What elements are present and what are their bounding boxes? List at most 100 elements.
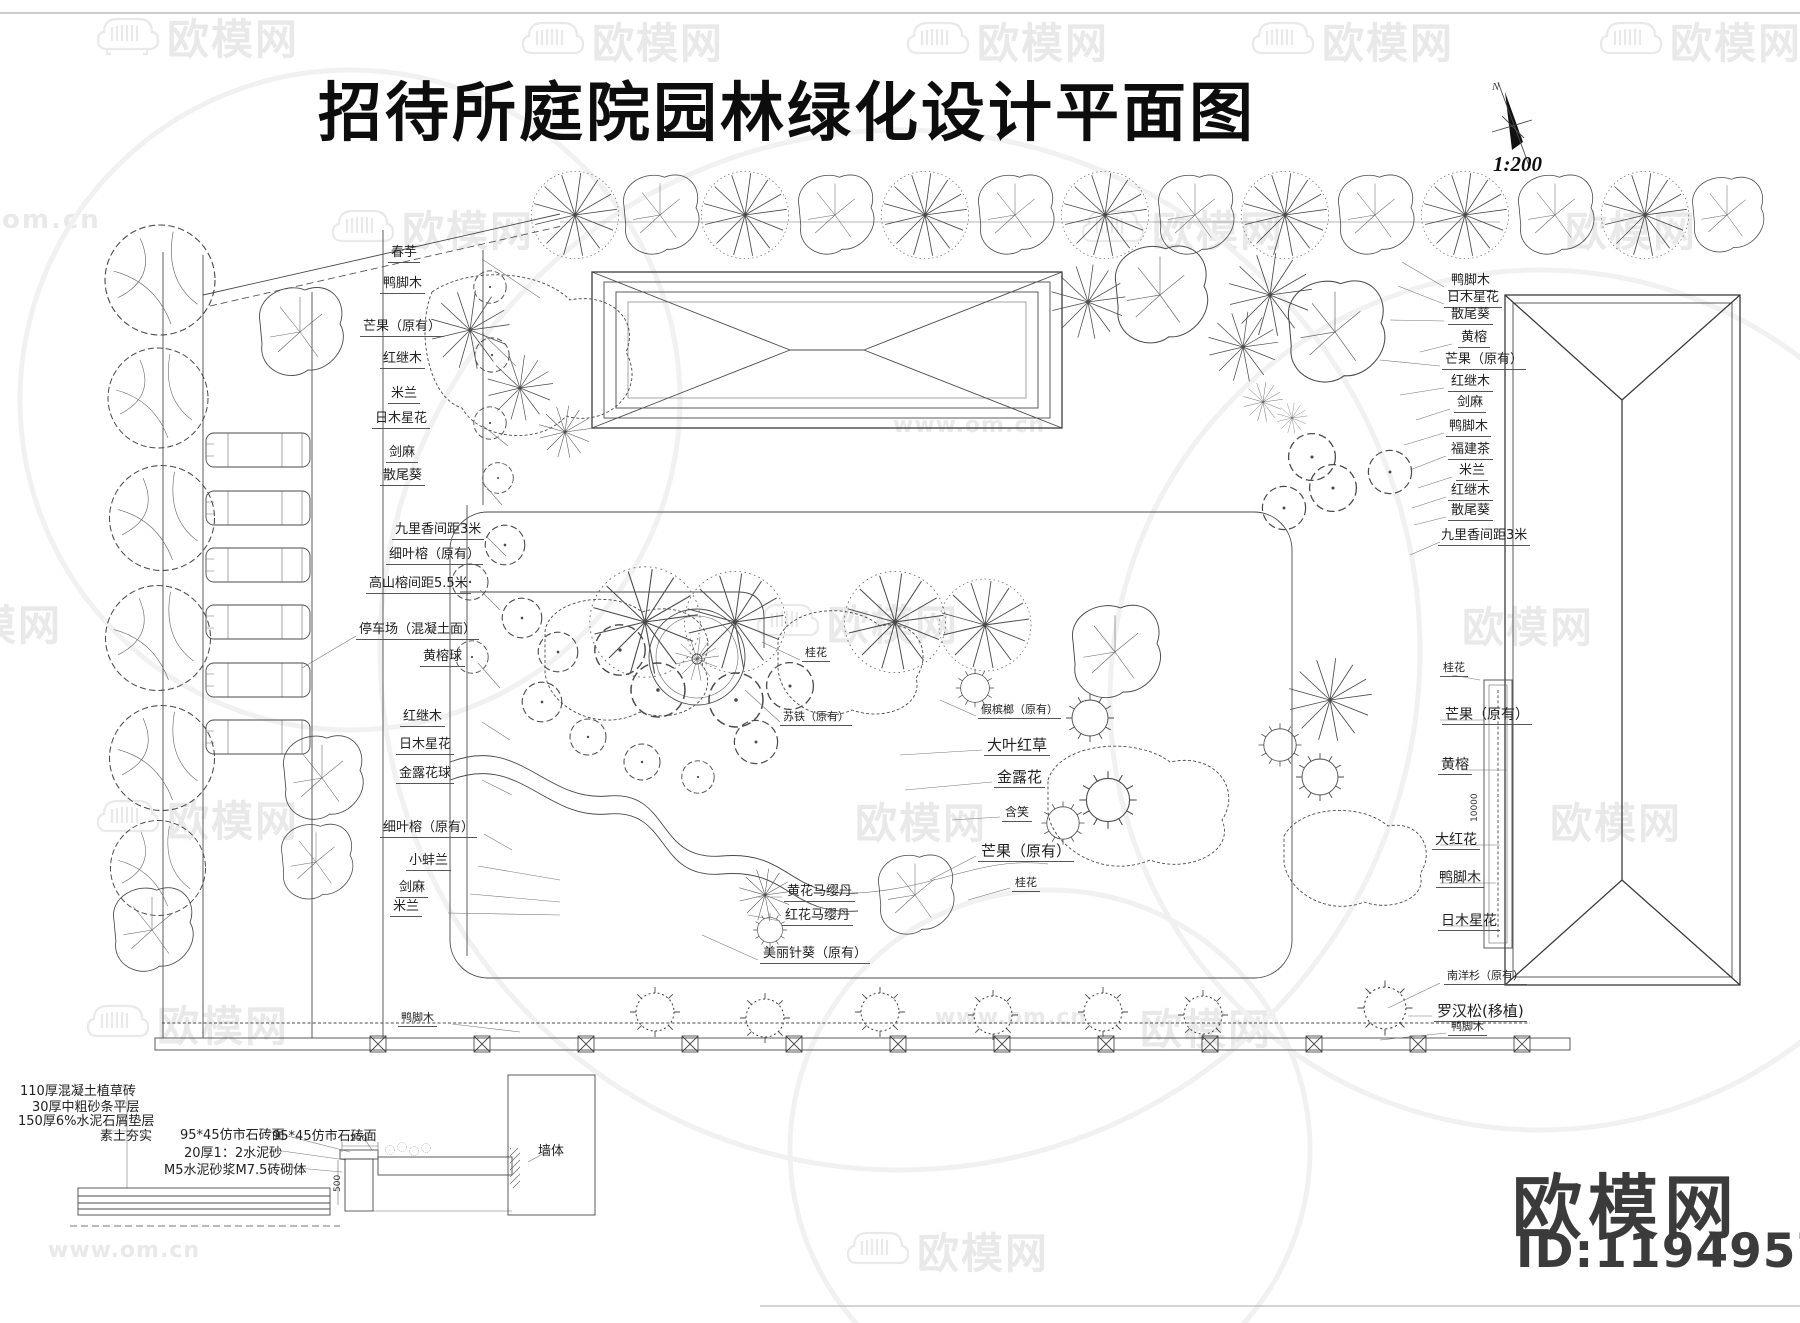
watermark-logo: 欧模网 xyxy=(905,10,1109,71)
watermark-logo: 欧模网 xyxy=(0,601,63,650)
plant-label: 美丽针葵（原有） xyxy=(760,946,871,964)
plant-label: 含笑 xyxy=(1002,805,1033,822)
plant-label: 红继木 xyxy=(380,351,426,369)
plant-label: 南洋杉（原有） xyxy=(1444,969,1527,985)
plant-label: 芒果（原有） xyxy=(360,319,445,337)
plant-label: 芒果（原有） xyxy=(1442,707,1532,726)
watermark-logo: 欧模网 xyxy=(1250,10,1454,71)
watermark-logo: 欧模网 xyxy=(85,993,289,1054)
detail-note: 素土夯实 xyxy=(100,1129,153,1144)
page-title: 招待所庭院园林绿化设计平面图 xyxy=(318,78,1256,149)
detail-note: 30厚中粗砂条平层 xyxy=(32,1100,140,1115)
detail-note: M5水泥砂浆M7.5砖砌体 xyxy=(164,1163,307,1178)
watermark-logo: 欧模网 xyxy=(1080,198,1284,259)
plant-label: 剑麻 xyxy=(386,445,419,463)
watermark-logo: 欧模网 xyxy=(855,799,988,848)
plant-label: 福建茶 xyxy=(1448,442,1494,460)
page-border xyxy=(0,12,1800,1307)
sofa-icon xyxy=(96,799,160,832)
north-arrow: N xyxy=(1491,81,1533,169)
plant-label: 鸭脚木 xyxy=(1448,273,1494,291)
dimension-label: 200 xyxy=(350,1134,368,1144)
plant-label: 芒果（原有） xyxy=(1442,352,1527,370)
sofa-icon xyxy=(846,1231,910,1264)
plant-label: 红继木 xyxy=(400,709,446,727)
plant-label: 鸭脚木 xyxy=(398,1011,437,1027)
sofa-icon xyxy=(331,209,395,242)
plant-label: 金露花球 xyxy=(396,766,455,784)
model-id: ID:1194957 xyxy=(1516,1224,1800,1279)
plant-label: 九里香间距3米 xyxy=(392,522,485,540)
plant-label: 日木星花 xyxy=(396,737,455,755)
plant-label: 鸭脚木 xyxy=(1436,870,1484,889)
plant-label: 米兰 xyxy=(390,899,423,917)
building-right xyxy=(1504,294,1741,986)
pond xyxy=(648,608,746,706)
plant-label: 鸭脚木 xyxy=(1446,419,1492,437)
sofa-icon xyxy=(906,21,970,54)
plant-label: 鸭脚木 xyxy=(1448,1020,1487,1036)
hedge-strip xyxy=(1483,679,1513,949)
site-logo: 欧模网 xyxy=(1512,1167,1740,1249)
watermark-logo: 欧模网 xyxy=(1565,207,1698,256)
plant-label: 大叶红草 xyxy=(984,736,1051,757)
plant-label: 米兰 xyxy=(1456,463,1489,481)
sofa-icon xyxy=(521,21,585,54)
plant-label: 小蚌兰 xyxy=(406,853,452,871)
detail-note: 20厚1：2水泥砂 xyxy=(184,1146,283,1161)
plant-label: 桂花 xyxy=(1012,876,1040,892)
plant-label: 大红花 xyxy=(1432,832,1480,851)
plant-label: 散尾葵 xyxy=(1448,503,1494,521)
watermark-logo: 欧模网 xyxy=(520,10,724,71)
plant-label: 剑麻 xyxy=(396,880,429,898)
plant-label: 芒果（原有） xyxy=(978,842,1075,863)
boundary-wall xyxy=(154,1022,1571,1053)
plant-label: 散尾葵 xyxy=(1448,307,1494,325)
plant-label: 剑麻 xyxy=(1454,395,1487,413)
plant-label: 鸭脚木 xyxy=(380,276,426,294)
plant-label: 桂花 xyxy=(1440,661,1468,677)
leader-lines xyxy=(112,258,1507,1188)
plant-label: 日木星花 xyxy=(1438,913,1500,932)
flower-beds xyxy=(424,274,1427,907)
plant-label: 春芋 xyxy=(388,245,421,263)
sofa-icon xyxy=(756,603,820,636)
plant-label: 九里香间距3米 xyxy=(1438,528,1531,546)
watermark-logo: 欧模网 xyxy=(95,6,299,67)
svg-text:N: N xyxy=(1491,81,1500,93)
sofa-icon xyxy=(1599,21,1663,54)
detail-note: 110厚混凝土植草砖 xyxy=(20,1084,136,1099)
watermark-arcs xyxy=(17,67,1800,1323)
detail-note: 95*45仿市石砖面 xyxy=(272,1129,377,1144)
watermark-url: www.om.cn xyxy=(48,1238,201,1263)
plant-label: 日木星花 xyxy=(1444,290,1503,308)
watermark-logo: 欧模网 xyxy=(845,1220,1049,1281)
detail-note: 95*45仿市石砖面 xyxy=(180,1128,285,1143)
sofa-icon xyxy=(96,17,160,55)
parking-label: 停车场（混凝土面） xyxy=(356,622,480,640)
plant-label: 日木星花 xyxy=(372,411,431,429)
plant-label: 苏铁（原有） xyxy=(780,710,852,726)
plant-label: 假槟榔（原有） xyxy=(978,703,1061,719)
plant-label: 黄花马缨丹 xyxy=(784,884,856,902)
plant-label: 细叶榕（原有） xyxy=(380,820,478,838)
watermark-logo: 欧模网 xyxy=(330,198,534,259)
plant-label: 米兰 xyxy=(388,386,421,404)
sofa-icon xyxy=(1251,21,1315,54)
watermark-logo: 欧模网 xyxy=(1598,10,1800,71)
watermark-logo: 欧模网 xyxy=(1550,799,1683,848)
plant-label: 红继木 xyxy=(1448,374,1494,392)
building-main xyxy=(591,271,1063,429)
plant-label: 罗汉松(移植) xyxy=(1434,1002,1527,1023)
scale-label: 1:200 xyxy=(1493,152,1542,176)
wall-label: 墙体 xyxy=(538,1144,565,1159)
watermark-logo: 欧模网 xyxy=(95,788,299,849)
plant-label: 高山榕间距5.5米 xyxy=(366,576,471,594)
plant-label: 桂花 xyxy=(802,646,830,662)
dimension-label: 10000 xyxy=(1470,793,1480,822)
plant-label: 红继木 xyxy=(1448,483,1494,501)
plant-label: 黄榕球 xyxy=(420,649,466,667)
plant-label: 红花马缨丹 xyxy=(782,908,854,926)
